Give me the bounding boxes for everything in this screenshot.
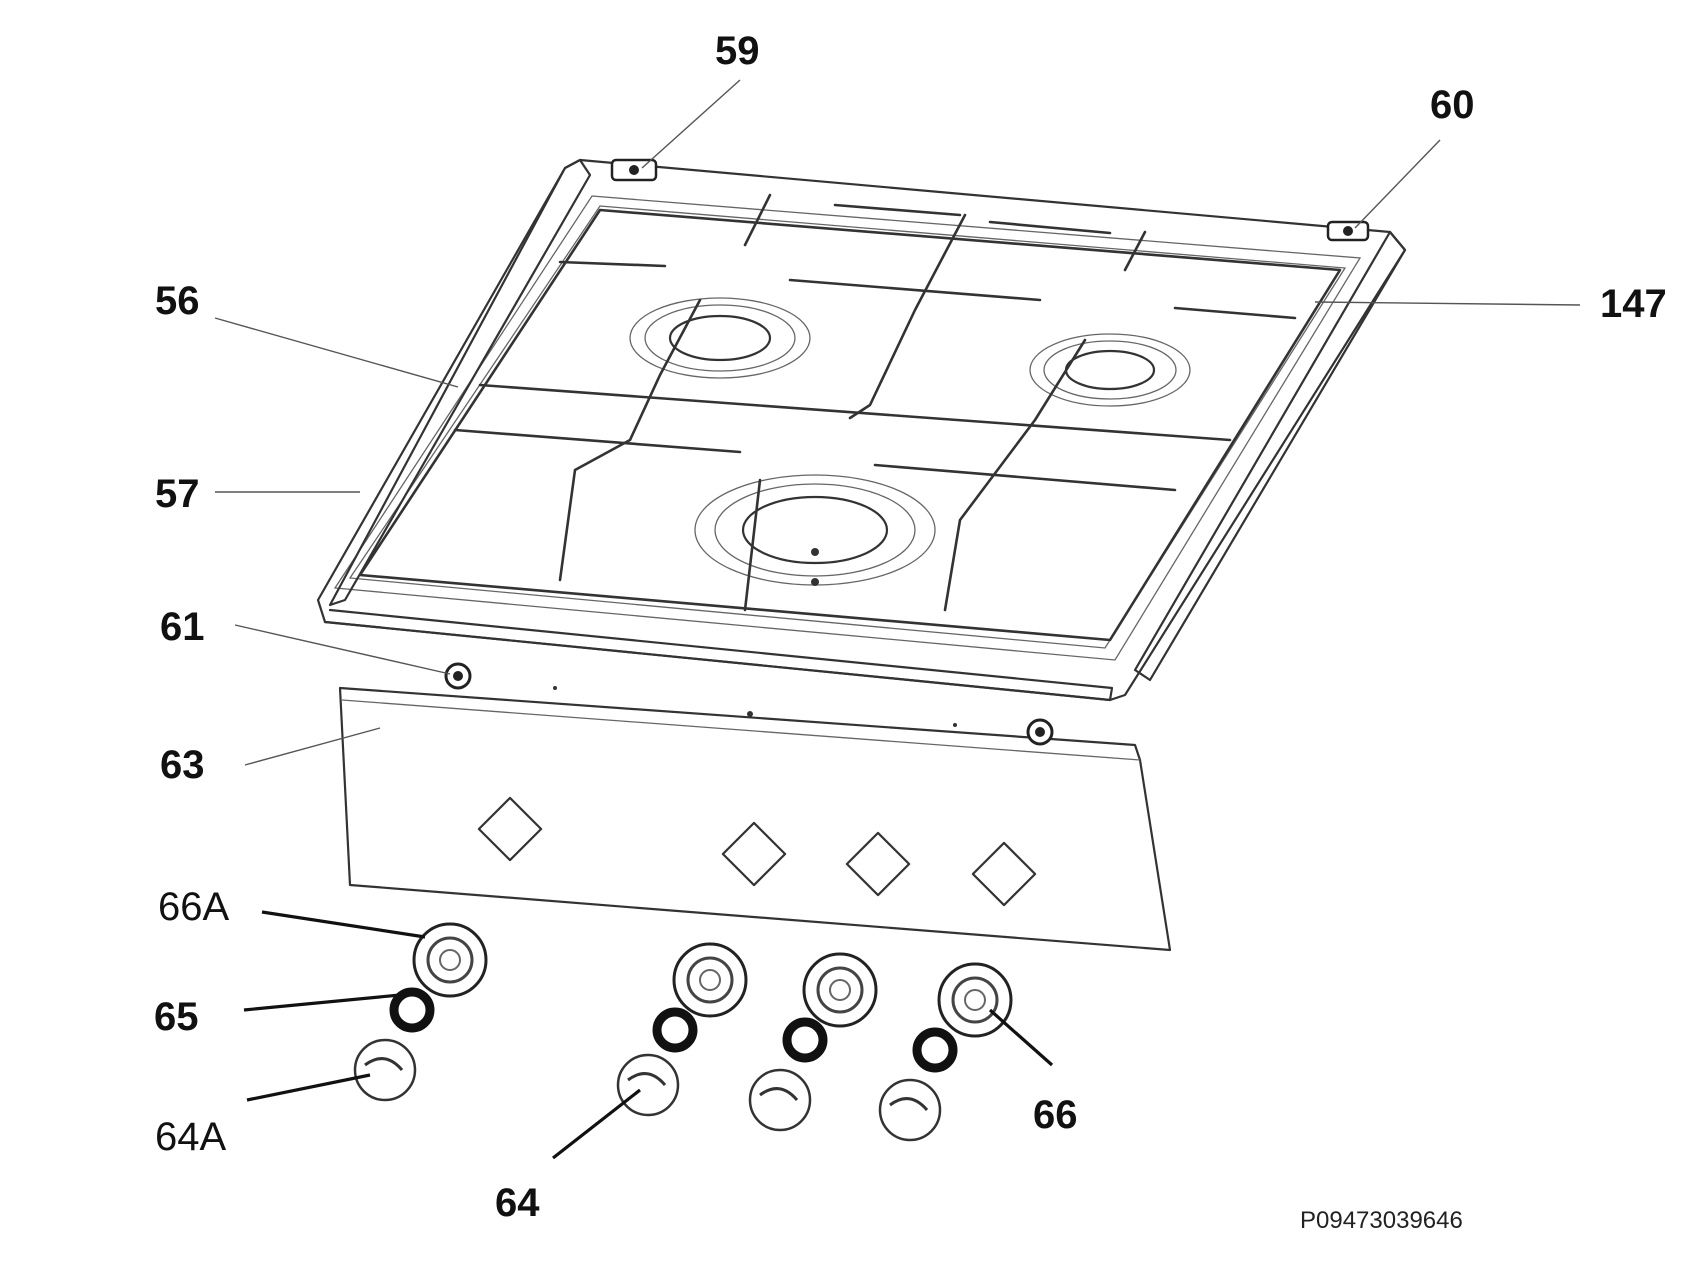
control-knob-3	[748, 1068, 812, 1132]
callout-64: 64	[495, 1181, 540, 1225]
callout-147: 147	[1600, 282, 1667, 326]
callout-64A: 64A	[155, 1115, 226, 1159]
control-knob-4	[878, 1078, 942, 1142]
fixing-clip-60	[1326, 220, 1370, 242]
leader-lines	[214, 79, 1581, 1160]
control-panel	[338, 686, 1172, 952]
control-knob-64A	[353, 1038, 417, 1102]
callout-65: 65	[154, 995, 199, 1039]
callout-59: 59	[715, 29, 760, 73]
callout-56: 56	[155, 279, 200, 323]
callout-63: 63	[160, 743, 205, 787]
burner-rear-left	[629, 297, 811, 379]
burner-front-center	[694, 474, 936, 586]
seal-ring-3	[782, 1017, 828, 1063]
control-knob-64	[616, 1053, 680, 1117]
pan-support-grate	[358, 193, 1342, 642]
panel-screw-right	[1026, 718, 1054, 746]
drawing-code: P09473039646	[1300, 1207, 1463, 1234]
callout-57: 57	[155, 472, 200, 516]
knob-bezel-3	[802, 952, 878, 1028]
callout-66: 66	[1033, 1093, 1078, 1137]
hob-top-frame	[316, 158, 1407, 702]
knob-bezel-66	[937, 962, 1013, 1038]
callout-66A: 66A	[158, 885, 229, 929]
callout-60: 60	[1430, 83, 1475, 127]
callout-61: 61	[160, 605, 205, 649]
seal-ring-65	[389, 987, 435, 1033]
fixing-clip-59	[610, 158, 658, 182]
seal-ring-4	[912, 1027, 958, 1073]
burner-rear-right	[1029, 333, 1191, 407]
panel-screw-left	[444, 662, 472, 690]
seal-ring-2	[652, 1007, 698, 1053]
knob-bezel-2	[672, 942, 748, 1018]
knob-bezel-66A	[412, 922, 488, 998]
